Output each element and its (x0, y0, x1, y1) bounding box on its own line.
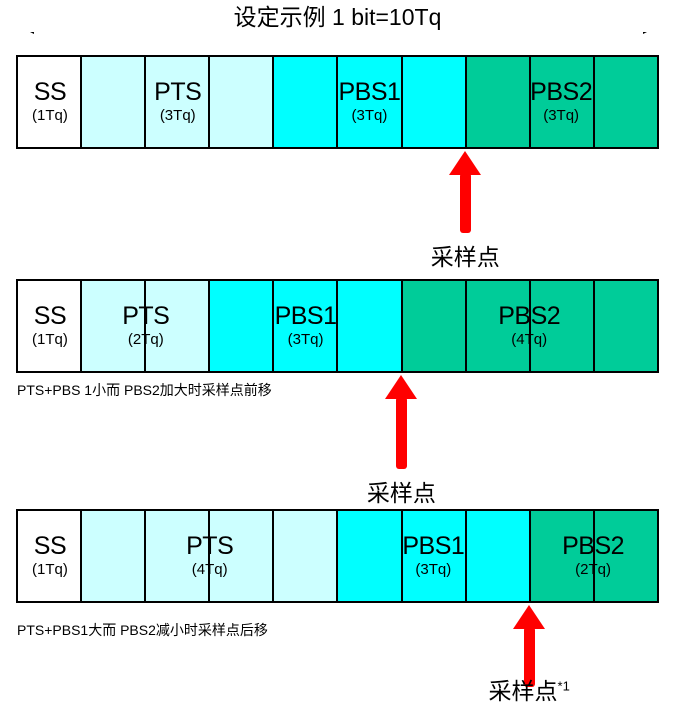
tq-cell-ss (18, 281, 83, 371)
note-caption-2: PTS+PBS 1小而 PBS2加大时采样点前移 (17, 382, 272, 398)
page-title-text: 设定示例 1 bit=10Tq (225, 4, 450, 30)
tq-cell-pbs2 (466, 281, 531, 371)
tq-cell-pbs2 (466, 57, 531, 147)
tq-cell-pts (210, 57, 275, 147)
arrow-shaft (523, 627, 535, 687)
timing-row-3 (16, 509, 659, 603)
tq-cell-pbs1 (210, 281, 275, 371)
arrow-shaft (459, 173, 471, 233)
tq-cell-pbs2 (594, 281, 657, 371)
sample-point-label-1: 采样点 (431, 238, 500, 272)
tq-cell-pbs1 (338, 57, 403, 147)
arrow-up-icon (449, 151, 482, 175)
sample-point-text: 采样点 (366, 480, 436, 506)
tq-cell-pbs1 (274, 57, 339, 147)
arrow-up-icon (513, 605, 546, 629)
sample-point-arrow-2 (381, 375, 421, 471)
note-caption-3: PTS+PBS1大而 PBS2减小时采样点后移 (17, 622, 268, 638)
tq-cell-pbs2 (402, 281, 467, 371)
tq-cell-pts (82, 511, 147, 601)
tq-cell-pbs2 (594, 511, 657, 601)
tq-cell-pbs2 (530, 511, 595, 601)
tq-cell-pts (146, 281, 211, 371)
sample-point-text: 采样点 (488, 678, 558, 704)
tq-cell-pbs1 (402, 57, 467, 147)
timing-row-2 (16, 279, 659, 373)
tq-cell-pts (146, 511, 211, 601)
tq-cell-pts (274, 511, 339, 601)
tq-cell-pts (82, 281, 147, 371)
tq-cell-pbs1 (466, 511, 531, 601)
tq-cell-pbs2 (594, 57, 657, 147)
tq-cell-pts (82, 57, 147, 147)
sample-point-arrow-1 (445, 151, 485, 235)
sample-point-footnote-marker: *1 (557, 678, 570, 694)
tq-cell-pbs2 (530, 281, 595, 371)
sample-point-arrow-3 (509, 605, 549, 689)
tq-cell-pbs1 (402, 511, 467, 601)
timing-row-1 (16, 55, 659, 149)
sample-point-label-2: 采样点 (367, 474, 436, 508)
sample-point-text: 采样点 (430, 244, 500, 270)
sample-point-label-3: 采样点*1 (489, 672, 570, 706)
page-title: 设定示例 1 bit=10Tq (0, 2, 675, 32)
tq-cell-pts (146, 57, 211, 147)
arrow-up-icon (385, 375, 418, 399)
tq-cell-pbs1 (338, 281, 403, 371)
arrow-shaft (395, 397, 407, 469)
tq-cell-ss (18, 511, 83, 601)
tq-cell-pbs1 (338, 511, 403, 601)
tq-cell-pbs1 (274, 281, 339, 371)
tq-cell-ss (18, 57, 83, 147)
bit-time-header: 设定示例 1 bit=10Tq (0, 0, 675, 46)
tq-cell-pbs2 (530, 57, 595, 147)
tq-cell-pts (210, 511, 275, 601)
